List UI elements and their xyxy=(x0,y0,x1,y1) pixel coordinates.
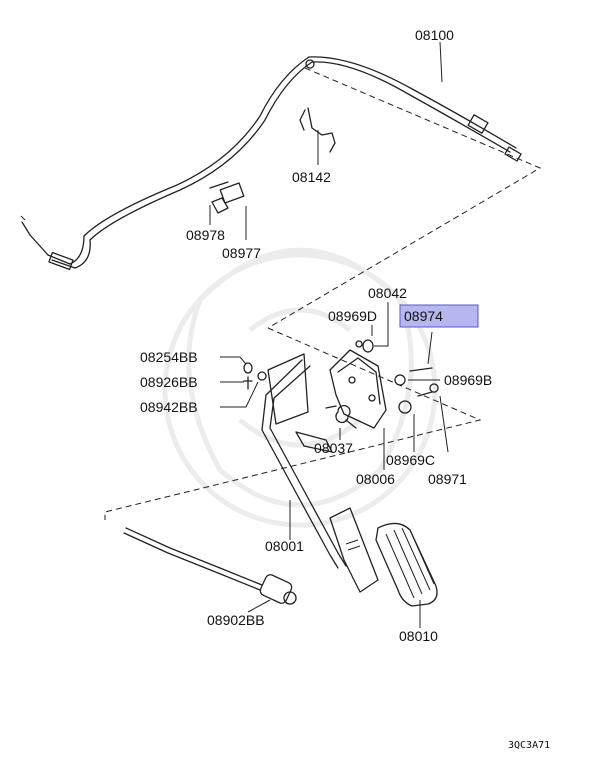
assembly-boundary-dashed xyxy=(104,67,542,520)
label-08037[interactable]: 08037 xyxy=(314,440,353,456)
diagram-code: 3QC3A71 xyxy=(508,740,550,751)
label-08969D[interactable]: 08969D xyxy=(328,308,377,324)
label-08010[interactable]: 08010 xyxy=(399,628,438,644)
cable-clamp xyxy=(209,181,245,214)
label-08969B[interactable]: 08969B xyxy=(444,372,492,388)
label-08971[interactable]: 08971 xyxy=(428,471,467,487)
pedal-arm-plate xyxy=(329,507,379,593)
hardware-bushings xyxy=(243,339,439,414)
label-08977[interactable]: 08977 xyxy=(222,245,261,261)
pedal-pad xyxy=(375,522,438,607)
label-08042[interactable]: 08042 xyxy=(368,285,407,301)
return-spring xyxy=(325,404,357,429)
label-08969C[interactable]: 08969C xyxy=(386,452,435,468)
kickdown-cable xyxy=(123,527,297,605)
label-08974[interactable]: 08974 xyxy=(404,308,443,324)
cable-bracket xyxy=(299,107,336,153)
label-08978[interactable]: 08978 xyxy=(186,227,225,243)
label-08001[interactable]: 08001 xyxy=(265,538,304,554)
highlight-box-08974 xyxy=(399,304,479,328)
label-08254BB[interactable]: 08254BB xyxy=(140,349,198,365)
label-08142[interactable]: 08142 xyxy=(292,169,331,185)
label-08100[interactable]: 08100 xyxy=(415,27,454,43)
label-08942BB[interactable]: 08942BB xyxy=(140,399,198,415)
label-08926BB[interactable]: 08926BB xyxy=(140,374,198,390)
watermark-emblem xyxy=(162,247,438,528)
accelerator-cable xyxy=(20,56,522,271)
pedal-bracket xyxy=(329,349,387,429)
leader-lines xyxy=(209,41,449,628)
pedal-lever xyxy=(261,353,347,569)
label-08006[interactable]: 08006 xyxy=(356,471,395,487)
label-08902BB[interactable]: 08902BB xyxy=(207,612,265,628)
